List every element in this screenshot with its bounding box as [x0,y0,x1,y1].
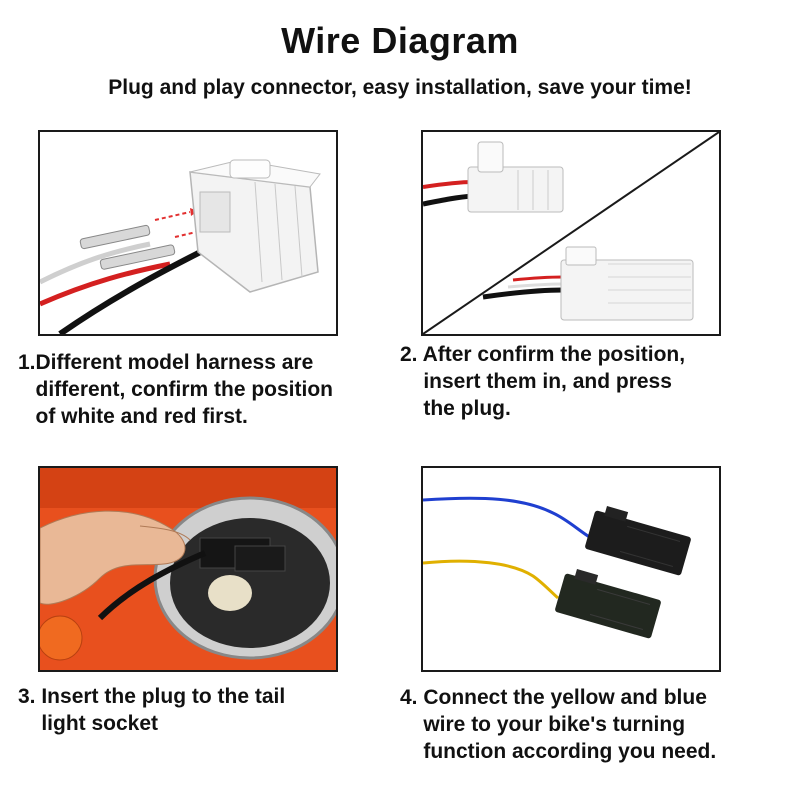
black-wire-bottom [482,287,564,300]
connector-top [467,166,564,213]
step1-image [38,130,338,336]
red-wire-bottom [512,275,564,282]
red-wire-top [423,180,474,189]
blue-yellow-connectors-illustration [423,496,691,639]
white-wire [40,241,151,285]
step2-line: the plug. [400,397,511,420]
page-title: Wire Diagram [281,20,519,61]
step1-caption: 1.Different model harness are different,… [18,349,333,430]
insert-arrow-2 [174,229,206,238]
connector-split-illustration [423,132,719,334]
red-wire [40,261,171,307]
orange-indicator [40,615,83,661]
step3-line: light socket [18,712,159,735]
step4-line: wire to your bike's turning [400,713,686,736]
blue-connector [585,506,691,576]
step4-caption: 4. Connect the yellow and blue wire to y… [400,684,716,765]
yellow-wire [423,559,559,600]
black-cable [97,550,207,621]
connector-pins-illustration [40,159,321,334]
step3-image [38,466,338,672]
step1-line: 1.Different model harness are [18,351,314,374]
blue-wire [423,496,592,540]
step3-caption: 3. Insert the plug to the tail light soc… [18,683,285,737]
diagonal-divider [423,132,719,334]
step2-caption: 2. After confirm the position, insert th… [400,341,685,422]
tail-light-socket-illustration [40,468,336,670]
step1-line: different, confirm the position [18,378,334,401]
step4-image [421,466,721,672]
red-pin [99,244,176,270]
step4-line: function according you need. [400,740,717,763]
step4-line: 4. Connect the yellow and blue [400,686,707,709]
step2-line: insert them in, and press [400,370,672,393]
hand [40,510,186,605]
step2-image [421,130,721,336]
step3-line: 3. Insert the plug to the tail [18,685,286,708]
black-wire-top [423,193,474,207]
bulb-socket [208,575,252,611]
white-pin [79,224,151,250]
step1-line: of white and red first. [18,405,248,428]
step2-line: 2. After confirm the position, [400,343,686,366]
yellow-connector [555,569,661,639]
insert-arrow-1 [154,211,191,221]
white-wire-bottom [507,282,564,289]
page-subtitle: Plug and play connector, easy installati… [108,76,692,99]
